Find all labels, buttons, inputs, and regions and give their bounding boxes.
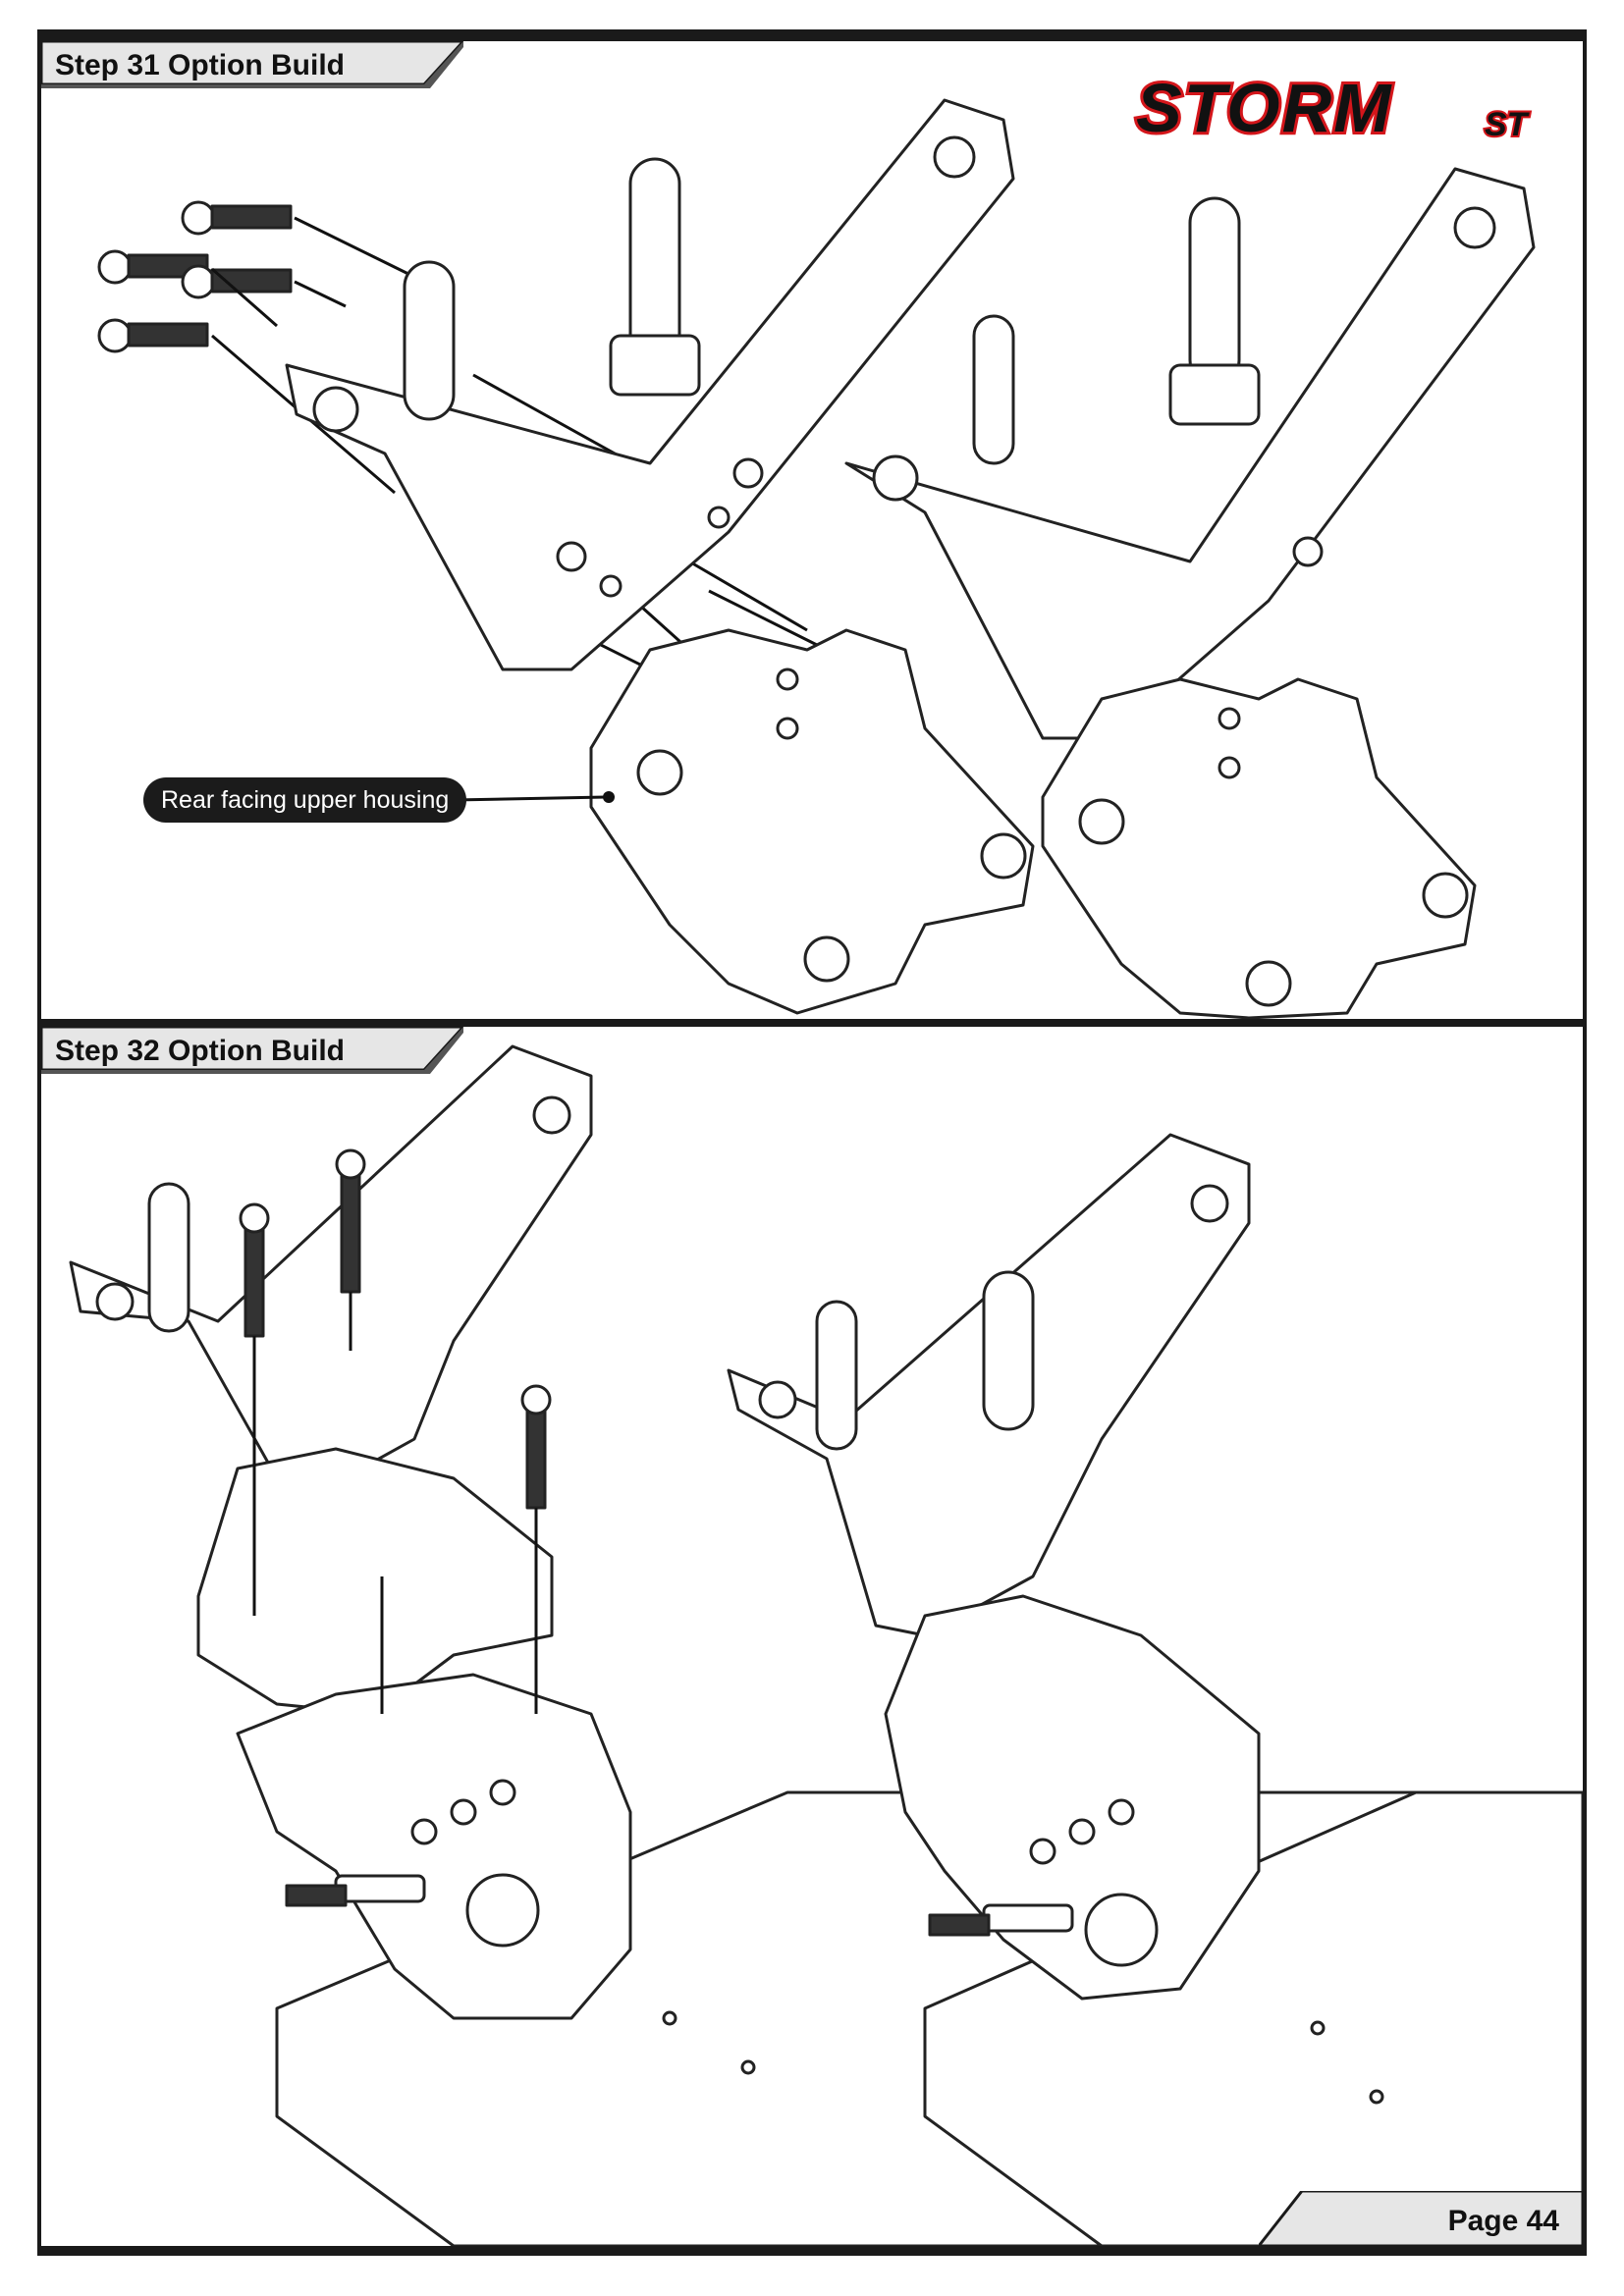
callout-dot: [603, 791, 615, 803]
storm-st-logo: STORM ST: [1133, 71, 1533, 149]
screw-4: [97, 318, 209, 353]
page-number: Page 44: [1447, 2205, 1559, 2237]
step-31-title: Step 31 Option Build: [55, 49, 346, 81]
rear-facing-upper-housing-callout: Rear facing upper housing: [143, 777, 467, 823]
step-31-panel: Step 31 Option Build STORM ST: [37, 37, 1587, 1023]
step-31-illustration: [97, 98, 1536, 1019]
callout-leader: [453, 795, 607, 802]
header-tab-shape: [41, 41, 463, 88]
svg-text:STORM: STORM: [1136, 71, 1393, 146]
step-32-illustration: [69, 1044, 1583, 2246]
svg-text:ST: ST: [1485, 106, 1531, 143]
step-31-header: Step 31 Option Build: [41, 41, 463, 88]
step-32-header: Step 32 Option Build: [41, 1027, 463, 1074]
step-32-panel: Step 32 Option Build: [37, 1023, 1587, 2250]
screw-1: [181, 200, 293, 236]
footer-tab-shape: [1259, 2191, 1583, 2246]
top-rule: [37, 29, 1587, 39]
page-footer: Page 44: [1259, 2191, 1583, 2246]
step-32-title: Step 32 Option Build: [55, 1035, 346, 1067]
screw-3: [181, 264, 293, 299]
header-tab-shape: [41, 1027, 463, 1074]
bottom-rule: [37, 2246, 1587, 2256]
